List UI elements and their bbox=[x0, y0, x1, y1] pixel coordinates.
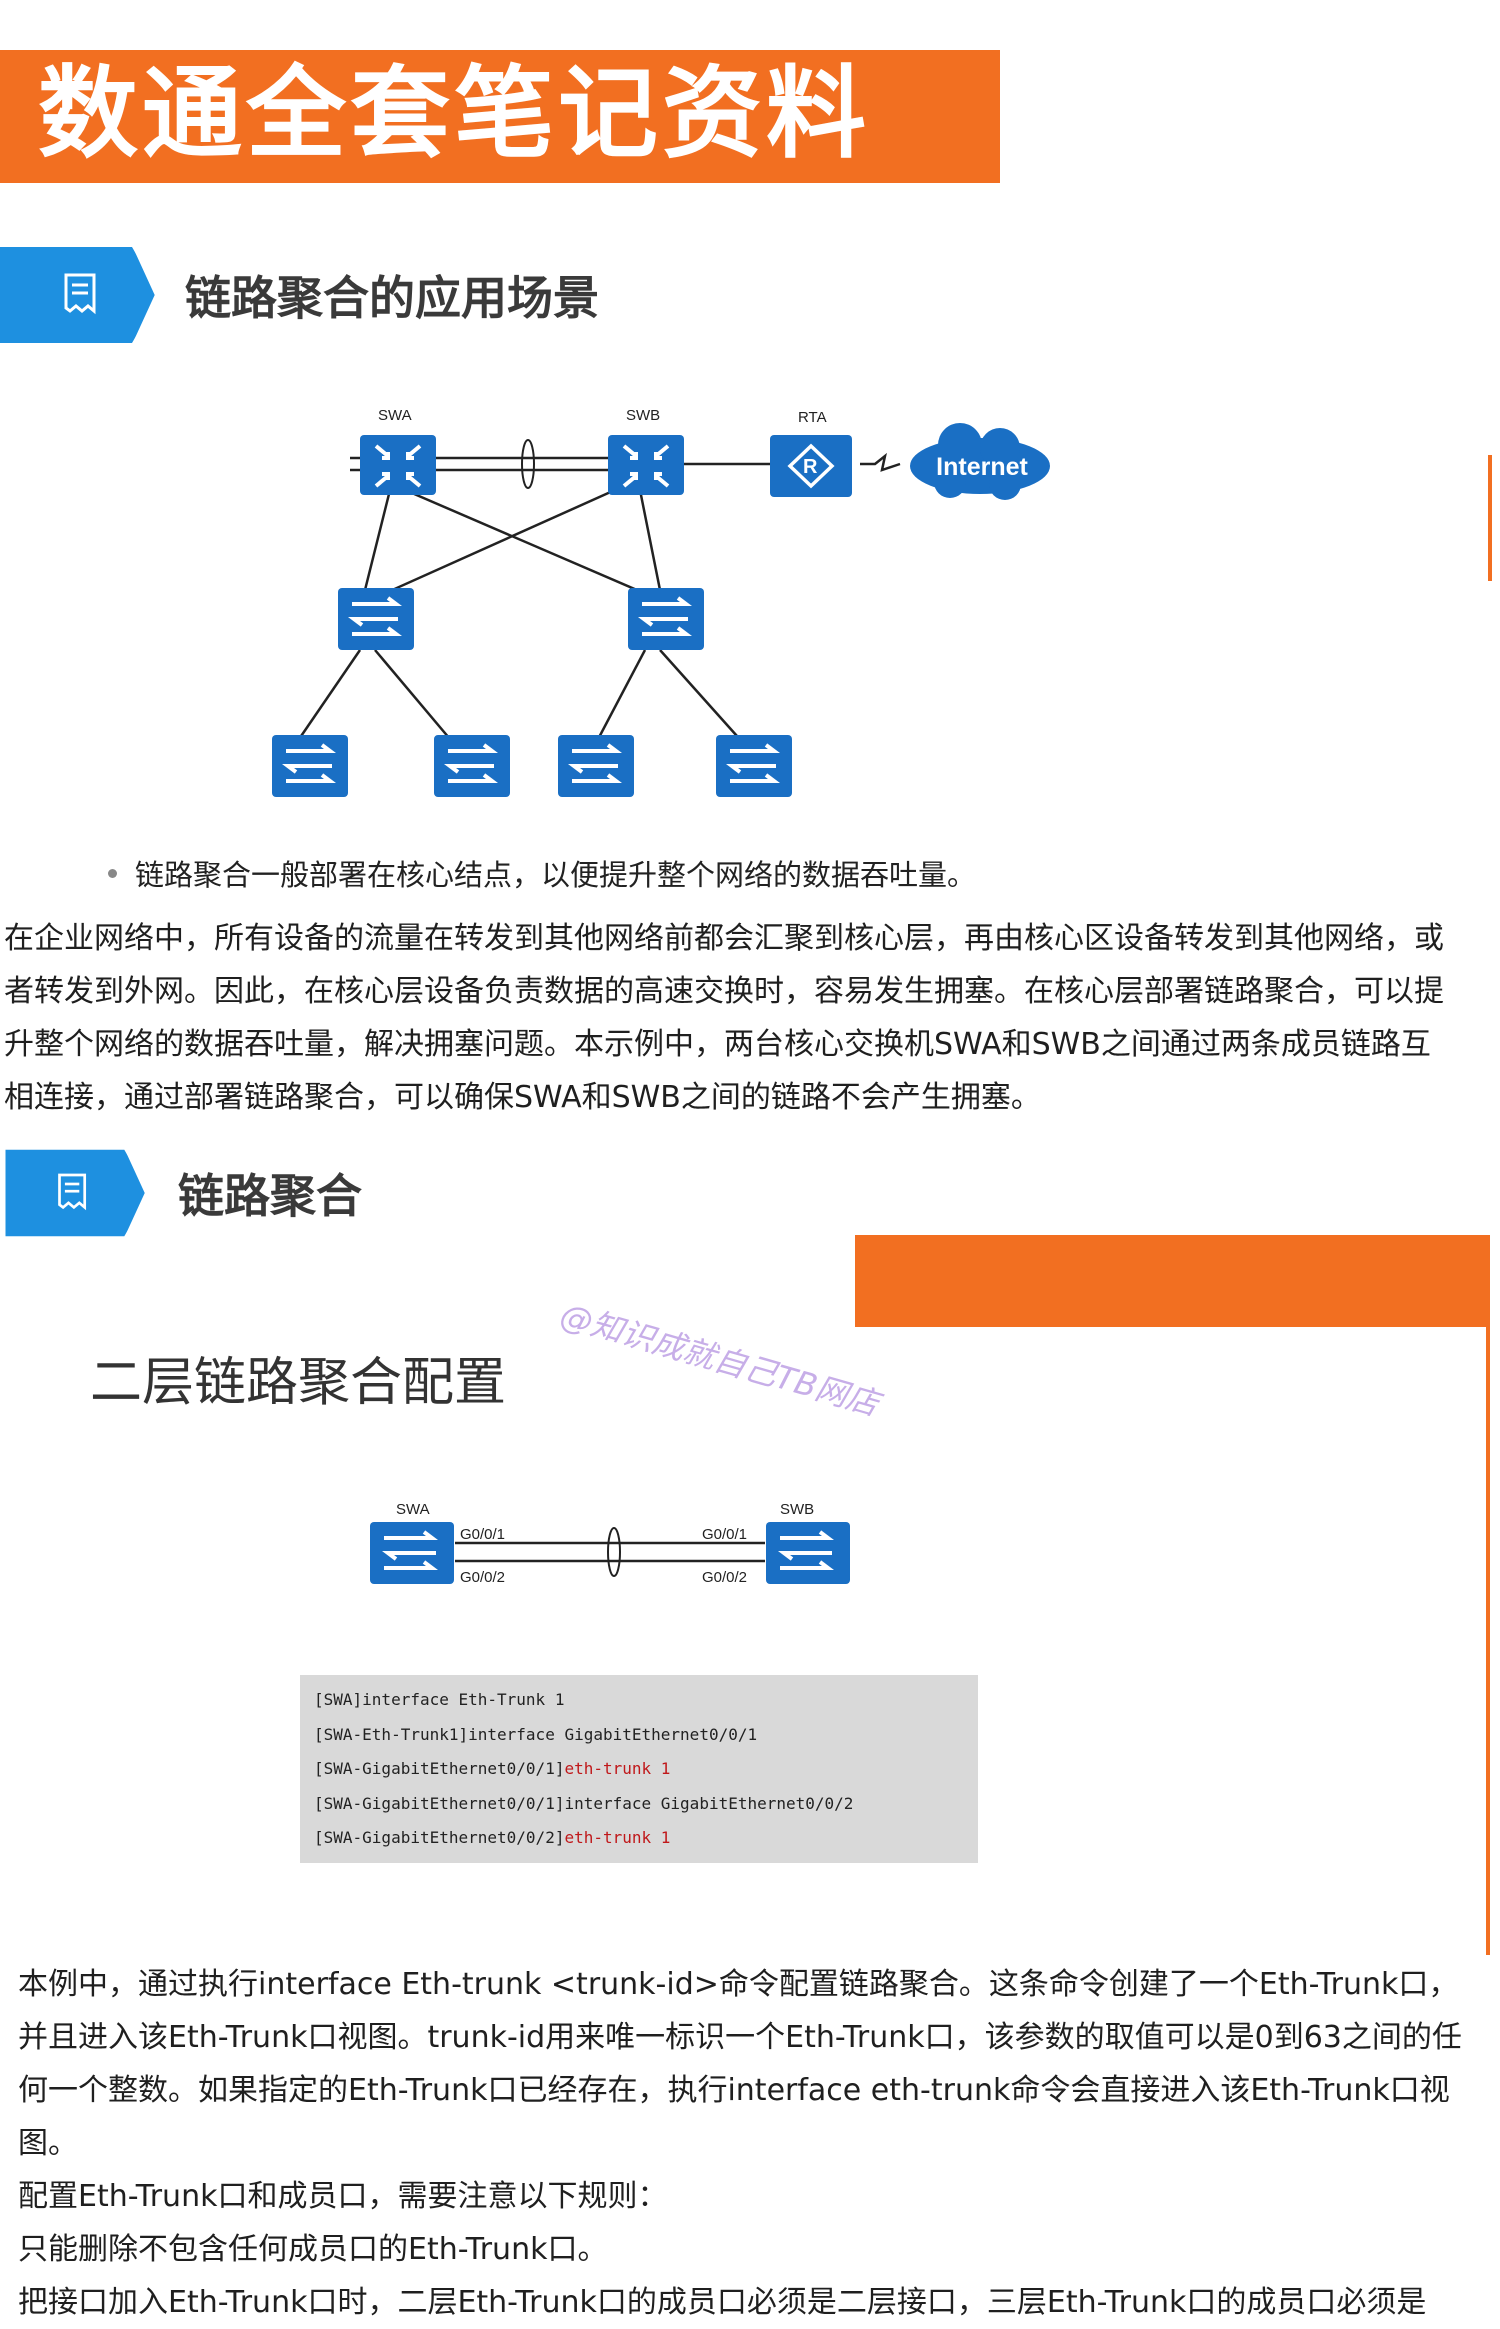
title-banner: 数通全套笔记资料 bbox=[0, 50, 1000, 183]
slide-orange-bar bbox=[855, 1235, 1490, 1327]
section-tag-1 bbox=[0, 245, 160, 345]
slide-edge-line bbox=[1488, 455, 1492, 581]
paragraph-line: 在企业网络中，所有设备的流量在转发到其他网络前都会汇聚到核心层，再由核心区设备转… bbox=[4, 921, 1444, 956]
router-rta-icon: R bbox=[770, 435, 852, 497]
internet-cloud-icon bbox=[910, 423, 1050, 500]
internet-label: Internet bbox=[936, 453, 1028, 481]
section-tag-2 bbox=[5, 1148, 151, 1238]
l2-aggregation-diagram: SWA SWB G0/0/1 G0/0/2 G0/0/1 G0/0/2 bbox=[370, 1501, 850, 1586]
paragraph-scenario: 在企业网络中，所有设备的流量在转发到其他网络前都会汇聚到核心层，再由核心区设备转… bbox=[4, 912, 1494, 1124]
paragraph-line: 并且进入该Eth-Trunk口视图。trunk-id用来唯一标识一个Eth-Tr… bbox=[18, 2020, 1462, 2055]
banner-title: 数通全套笔记资料 bbox=[38, 55, 870, 172]
aggregation-switch-icon bbox=[338, 588, 414, 650]
config-code-block: [SWA]interface Eth-Trunk 1 [SWA-Eth-Trun… bbox=[300, 1675, 978, 1863]
rta-label: RTA bbox=[798, 409, 827, 426]
access-switch-icon bbox=[558, 735, 634, 797]
document-icon bbox=[64, 273, 96, 315]
access-switch-icon bbox=[434, 735, 510, 797]
paragraph-line: 本例中，通过执行interface Eth-trunk <trunk-id>命令… bbox=[18, 1967, 1459, 2002]
paragraph-line: 配置Eth-Trunk口和成员口，需要注意以下规则： bbox=[18, 2179, 668, 2214]
paragraph-line: 升整个网络的数据吞吐量，解决拥塞问题。本示例中，两台核心交换机SWA和SWB之间… bbox=[4, 1027, 1431, 1062]
code-line: [SWA]interface Eth-Trunk 1 bbox=[314, 1690, 565, 1709]
port-label: G0/0/1 bbox=[460, 1526, 505, 1543]
paragraph-line: 把接口加入Eth-Trunk口时，二层Eth-Trunk口的成员口必须是二层接口… bbox=[18, 2285, 1427, 2320]
bullet-item: 链路聚合一般部署在核心结点，以便提升整个网络的数据吞吐量。 bbox=[108, 852, 976, 894]
subheading: 二层链路聚合配置 bbox=[90, 1353, 507, 1413]
core-switch-swb-icon bbox=[608, 435, 684, 495]
paragraph-line: 何一个整数。如果指定的Eth-Trunk口已经存在，执行interface et… bbox=[18, 2073, 1450, 2108]
slide-edge-line bbox=[1486, 1235, 1490, 1955]
section-title-1: 链路聚合的应用场景 bbox=[185, 271, 599, 325]
swa-label: SWA bbox=[378, 407, 412, 424]
port-label: G0/0/1 bbox=[702, 1526, 747, 1543]
swb-label: SWB bbox=[780, 1501, 814, 1518]
port-label: G0/0/2 bbox=[460, 1569, 505, 1586]
swa-label: SWA bbox=[396, 1501, 430, 1518]
section-title-2: 链路聚合 bbox=[178, 1169, 362, 1223]
access-switch-icon bbox=[716, 735, 792, 797]
access-switch-icon bbox=[272, 735, 348, 797]
switch-swa-icon bbox=[370, 1522, 454, 1584]
code-line: [SWA-GigabitEthernet0/0/2]eth-trunk 1 bbox=[314, 1828, 671, 1847]
document-icon bbox=[58, 1173, 87, 1211]
code-line: [SWA-GigabitEthernet0/0/1]interface Giga… bbox=[314, 1793, 854, 1813]
paragraph-line: 相连接，通过部署链路聚合，可以确保SWA和SWB之间的链路不会产生拥塞。 bbox=[4, 1080, 1041, 1115]
aggregation-switch-icon bbox=[628, 588, 704, 650]
swb-label: SWB bbox=[626, 407, 660, 424]
code-line: [SWA-GigabitEthernet0/0/1]eth-trunk 1 bbox=[314, 1759, 671, 1778]
svg-text:R: R bbox=[803, 456, 818, 478]
paragraph-line: 者转发到外网。因此，在核心层设备负责数据的高速交换时，容易发生拥塞。在核心层部署… bbox=[4, 974, 1444, 1009]
bullet-text: 链路聚合一般部署在核心结点，以便提升整个网络的数据吞吐量。 bbox=[135, 858, 977, 892]
network-topology-diagram: SWA SWB R RTA Internet bbox=[272, 407, 1050, 797]
paragraph-line: 只能删除不包含任何成员口的Eth-Trunk口。 bbox=[18, 2232, 608, 2267]
port-label: G0/0/2 bbox=[702, 1569, 747, 1586]
paragraph-config-notes: 本例中，通过执行interface Eth-trunk <trunk-id>命令… bbox=[18, 1958, 1490, 2329]
paragraph-line: 图。 bbox=[18, 2126, 78, 2161]
bullet-dot bbox=[108, 868, 117, 878]
core-switch-swa-icon bbox=[360, 435, 436, 495]
code-line: [SWA-Eth-Trunk1]interface GigabitEtherne… bbox=[314, 1724, 758, 1744]
switch-swb-icon bbox=[766, 1522, 850, 1584]
watermark: @知识成就自己TB网店 bbox=[555, 1295, 884, 1424]
